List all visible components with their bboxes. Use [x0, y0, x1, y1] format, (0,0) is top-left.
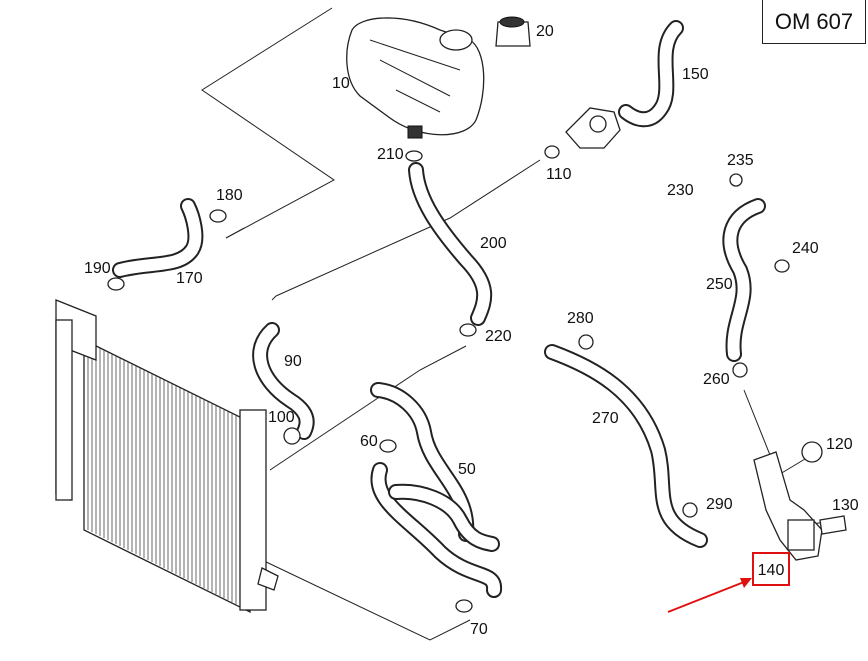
- callout-130[interactable]: 130: [832, 497, 859, 514]
- callout-230[interactable]: 230: [667, 182, 694, 199]
- expansion-tank-drawing: [346, 17, 485, 139]
- clamps: [107, 145, 790, 613]
- callout-110[interactable]: 110: [546, 166, 572, 183]
- hoses: [112, 20, 766, 598]
- callout-260[interactable]: 260: [703, 371, 730, 388]
- callout-240[interactable]: 240: [792, 240, 819, 257]
- callout-90[interactable]: 90: [284, 353, 302, 370]
- callout-100[interactable]: 100: [268, 409, 295, 426]
- leader-lines: [201, 7, 827, 641]
- callout-280[interactable]: 280: [567, 310, 594, 327]
- callout-170[interactable]: 170: [176, 270, 203, 287]
- callout-60[interactable]: 60: [360, 433, 378, 450]
- callout-270[interactable]: 270: [592, 410, 619, 427]
- callout-180[interactable]: 180: [216, 187, 243, 204]
- callout-150[interactable]: 150: [682, 66, 709, 83]
- valve-assembly-drawing: [753, 441, 847, 561]
- highlighted-part-box[interactable]: 140: [752, 552, 790, 586]
- highlighted-part-number: 140: [757, 562, 785, 579]
- callout-220[interactable]: 220: [485, 328, 512, 345]
- callout-20[interactable]: 20: [536, 23, 554, 40]
- callout-10[interactable]: 10: [332, 75, 350, 92]
- callout-200[interactable]: 200: [480, 235, 507, 252]
- callout-190[interactable]: 190: [84, 260, 111, 277]
- callout-290[interactable]: 290: [706, 496, 733, 513]
- callout-235[interactable]: 235: [727, 152, 754, 169]
- callout-120[interactable]: 120: [826, 436, 853, 453]
- callout-210[interactable]: 210: [377, 146, 404, 163]
- callout-250[interactable]: 250: [706, 276, 733, 293]
- cap-drawing: [495, 16, 531, 47]
- red-pointer-arrow: [667, 578, 752, 613]
- callout-50[interactable]: 50: [458, 461, 476, 478]
- radiator-drawing: [55, 299, 279, 614]
- engine-code-box: OM 607: [762, 0, 866, 44]
- thermostat-housing-drawing: [565, 107, 621, 149]
- callout-70[interactable]: 70: [470, 621, 488, 638]
